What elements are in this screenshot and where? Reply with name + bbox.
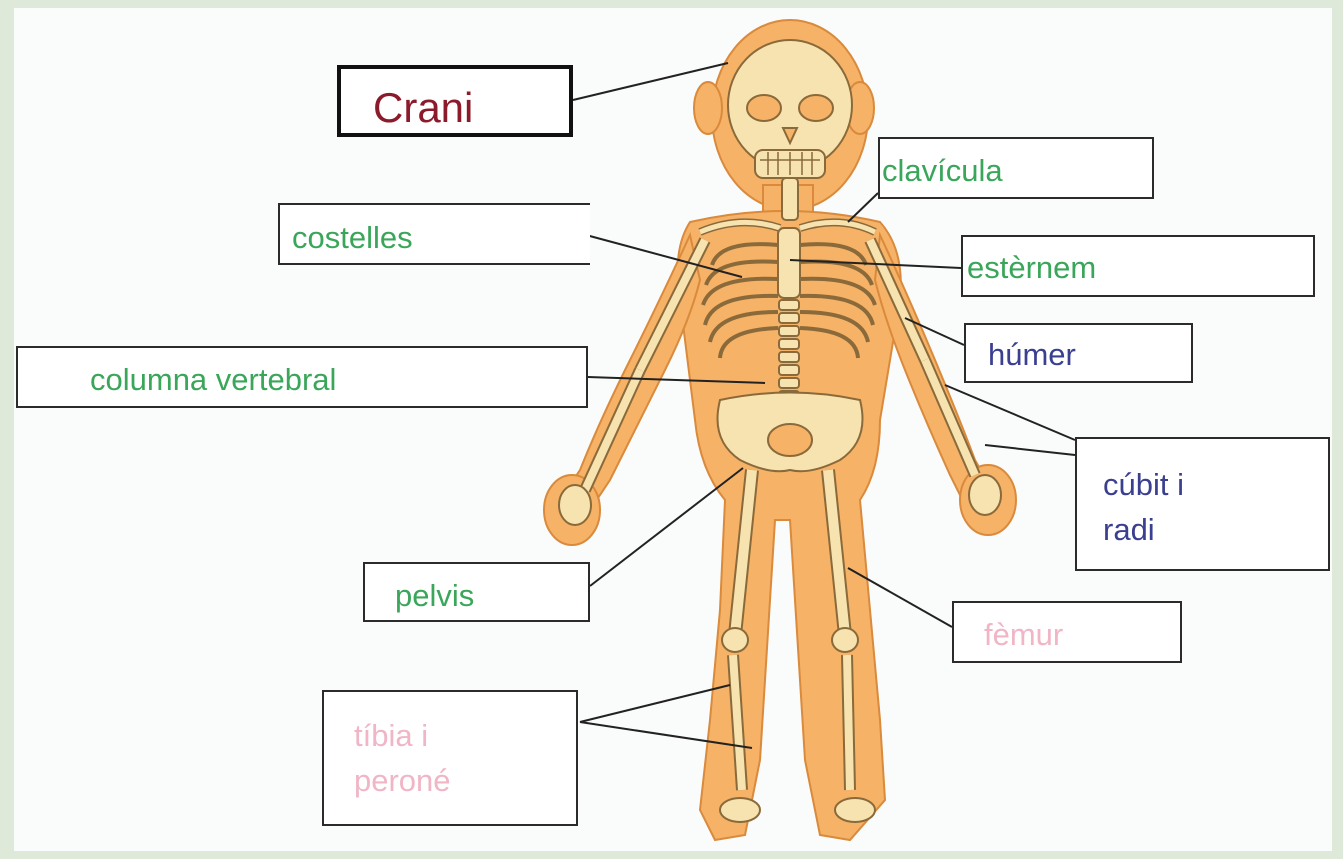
label-pelvis-text: pelvis — [395, 576, 474, 616]
label-columna-text: columna vertebral — [90, 360, 336, 400]
left-ear — [694, 82, 722, 134]
label-crani: Crani — [337, 65, 573, 137]
diagram-background — [14, 8, 1332, 851]
cervical-spine — [782, 178, 798, 220]
label-femur: fèmur — [952, 601, 1182, 663]
right-eye-socket — [799, 95, 833, 121]
label-tibia: tíbia i peroné — [322, 690, 578, 826]
left-kneecap — [722, 628, 748, 652]
right-kneecap — [832, 628, 858, 652]
sternum-bone — [778, 228, 800, 298]
label-columna: columna vertebral — [16, 346, 588, 408]
label-cubit: cúbit i radi — [1075, 437, 1330, 571]
label-clavicula-text: clavícula — [882, 151, 1003, 191]
label-crani-text: Crani — [373, 81, 473, 136]
label-humer-text: húmer — [988, 335, 1076, 375]
right-tibia — [847, 655, 850, 790]
left-eye-socket — [747, 95, 781, 121]
right-foot-bones — [835, 798, 875, 822]
label-tibia-text: tíbia i peroné — [354, 714, 451, 804]
label-esternem: estèrnem — [961, 235, 1315, 297]
left-foot-bones — [720, 798, 760, 822]
label-clavicula: clavícula — [878, 137, 1154, 199]
right-hand-bones — [969, 475, 1001, 515]
label-costelles-text: costelles — [292, 218, 413, 258]
left-hand-bones — [559, 485, 591, 525]
label-femur-text: fèmur — [984, 615, 1063, 655]
label-pelvis: pelvis — [363, 562, 590, 622]
label-humer: húmer — [964, 323, 1193, 383]
label-esternem-text: estèrnem — [967, 248, 1096, 288]
label-cubit-text: cúbit i radi — [1103, 463, 1184, 553]
label-costelles: costelles — [278, 203, 590, 265]
pelvic-inlet — [768, 424, 812, 456]
